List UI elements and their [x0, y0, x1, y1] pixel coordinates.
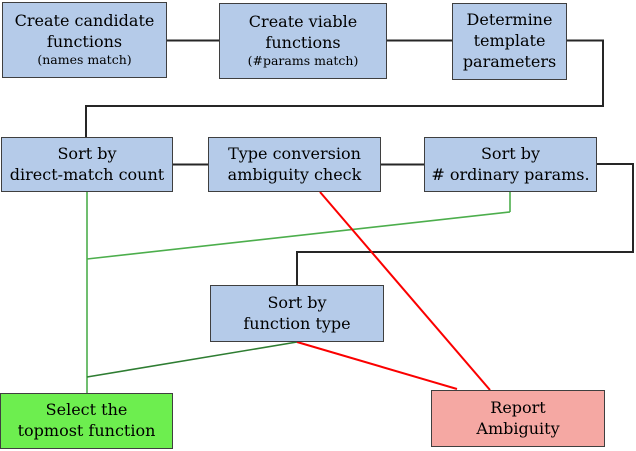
node-label: parameters	[462, 51, 557, 71]
node-label: functions	[46, 31, 123, 51]
node-label: Sort by	[57, 143, 117, 163]
node-select-topmost-function: Select the topmost function	[0, 393, 173, 449]
node-label: # ordinary params.	[431, 164, 590, 184]
node-label: Type conversion	[228, 143, 361, 163]
edge-sortfunctype-to-report	[296, 341, 458, 390]
edge-sortfunctype-to-select	[86, 341, 298, 378]
node-label: topmost function	[17, 421, 156, 440]
node-note: (#params match)	[247, 53, 359, 69]
node-label: Create viable	[248, 11, 358, 31]
node-determine-template-parameters: Determine template parameters	[452, 3, 567, 80]
node-label: Select the	[45, 400, 128, 420]
node-sort-by-ordinary-params: Sort by # ordinary params.	[424, 137, 597, 192]
node-label: Report	[490, 397, 546, 417]
edge-typeconv-to-report	[319, 191, 491, 391]
node-sort-by-direct-match-count: Sort by direct-match count	[1, 137, 173, 192]
node-label: Create candidate	[14, 10, 155, 30]
node-create-viable-functions: Create viable functions (#params match)	[219, 3, 387, 79]
node-label: Determine	[466, 10, 553, 30]
node-label: Sort by	[480, 143, 541, 163]
node-note: (names match)	[37, 52, 132, 68]
node-create-candidate-functions: Create candidate functions (names match)	[2, 2, 167, 78]
node-label: Sort by	[267, 292, 327, 312]
node-label: ambiguity check	[227, 164, 362, 184]
node-sort-by-function-type: Sort by function type	[210, 285, 384, 342]
node-label: functions	[265, 32, 341, 52]
node-label: direct-match count	[9, 164, 165, 184]
node-report-ambiguity: Report Ambiguity	[431, 390, 605, 447]
node-label: Ambiguity	[476, 418, 560, 438]
node-type-conversion-ambiguity-check: Type conversion ambiguity check	[208, 137, 381, 192]
edge-sortordinary-to-select	[86, 211, 511, 260]
node-label: function type	[243, 313, 351, 333]
node-label: template	[473, 31, 546, 51]
